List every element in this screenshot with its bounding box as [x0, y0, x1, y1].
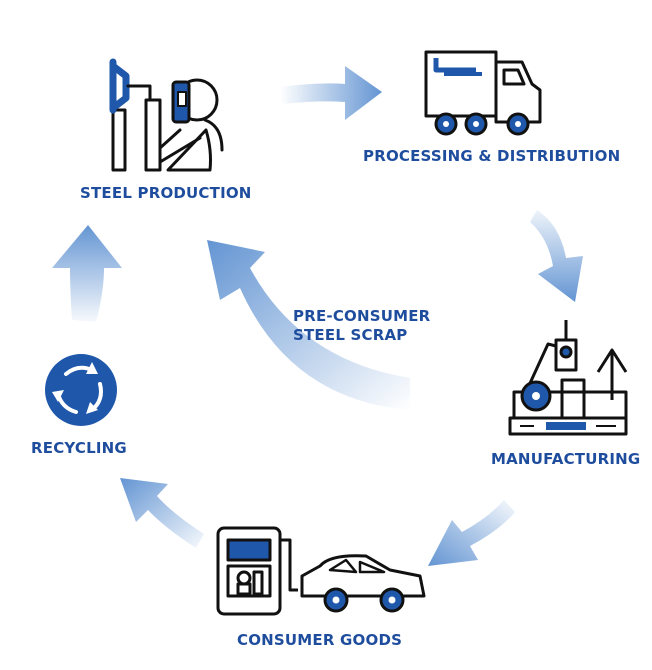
arrow-to-processing [280, 66, 382, 120]
stage-label-consumer-goods: CONSUMER GOODS [237, 631, 403, 649]
welder-icon [109, 58, 224, 172]
arrow-to-consumer-goods [428, 500, 515, 566]
factory-icon [508, 320, 628, 436]
pre-consumer-scrap-arrow [207, 240, 410, 410]
arrow-to-recycling [120, 478, 204, 548]
stage-label-steel-production: STEEL PRODUCTION [80, 184, 252, 202]
stage-label-manufacturing: MANUFACTURING [491, 450, 641, 468]
pre-consumer-scrap-label: PRE-CONSUMER STEEL SCRAP [293, 307, 430, 345]
pre-consumer-line2: STEEL SCRAP [293, 326, 408, 344]
stage-label-recycling: RECYCLING [31, 439, 127, 457]
arrow-to-steel-production [52, 225, 122, 322]
stage-label-processing-distribution: PROCESSING & DISTRIBUTION [363, 147, 621, 165]
arrow-to-manufacturing [530, 210, 583, 302]
pre-consumer-line1: PRE-CONSUMER [293, 307, 431, 325]
fuel-pump-and-car-icon [216, 526, 426, 616]
recycle-icon [45, 354, 117, 426]
truck-icon [424, 50, 542, 136]
